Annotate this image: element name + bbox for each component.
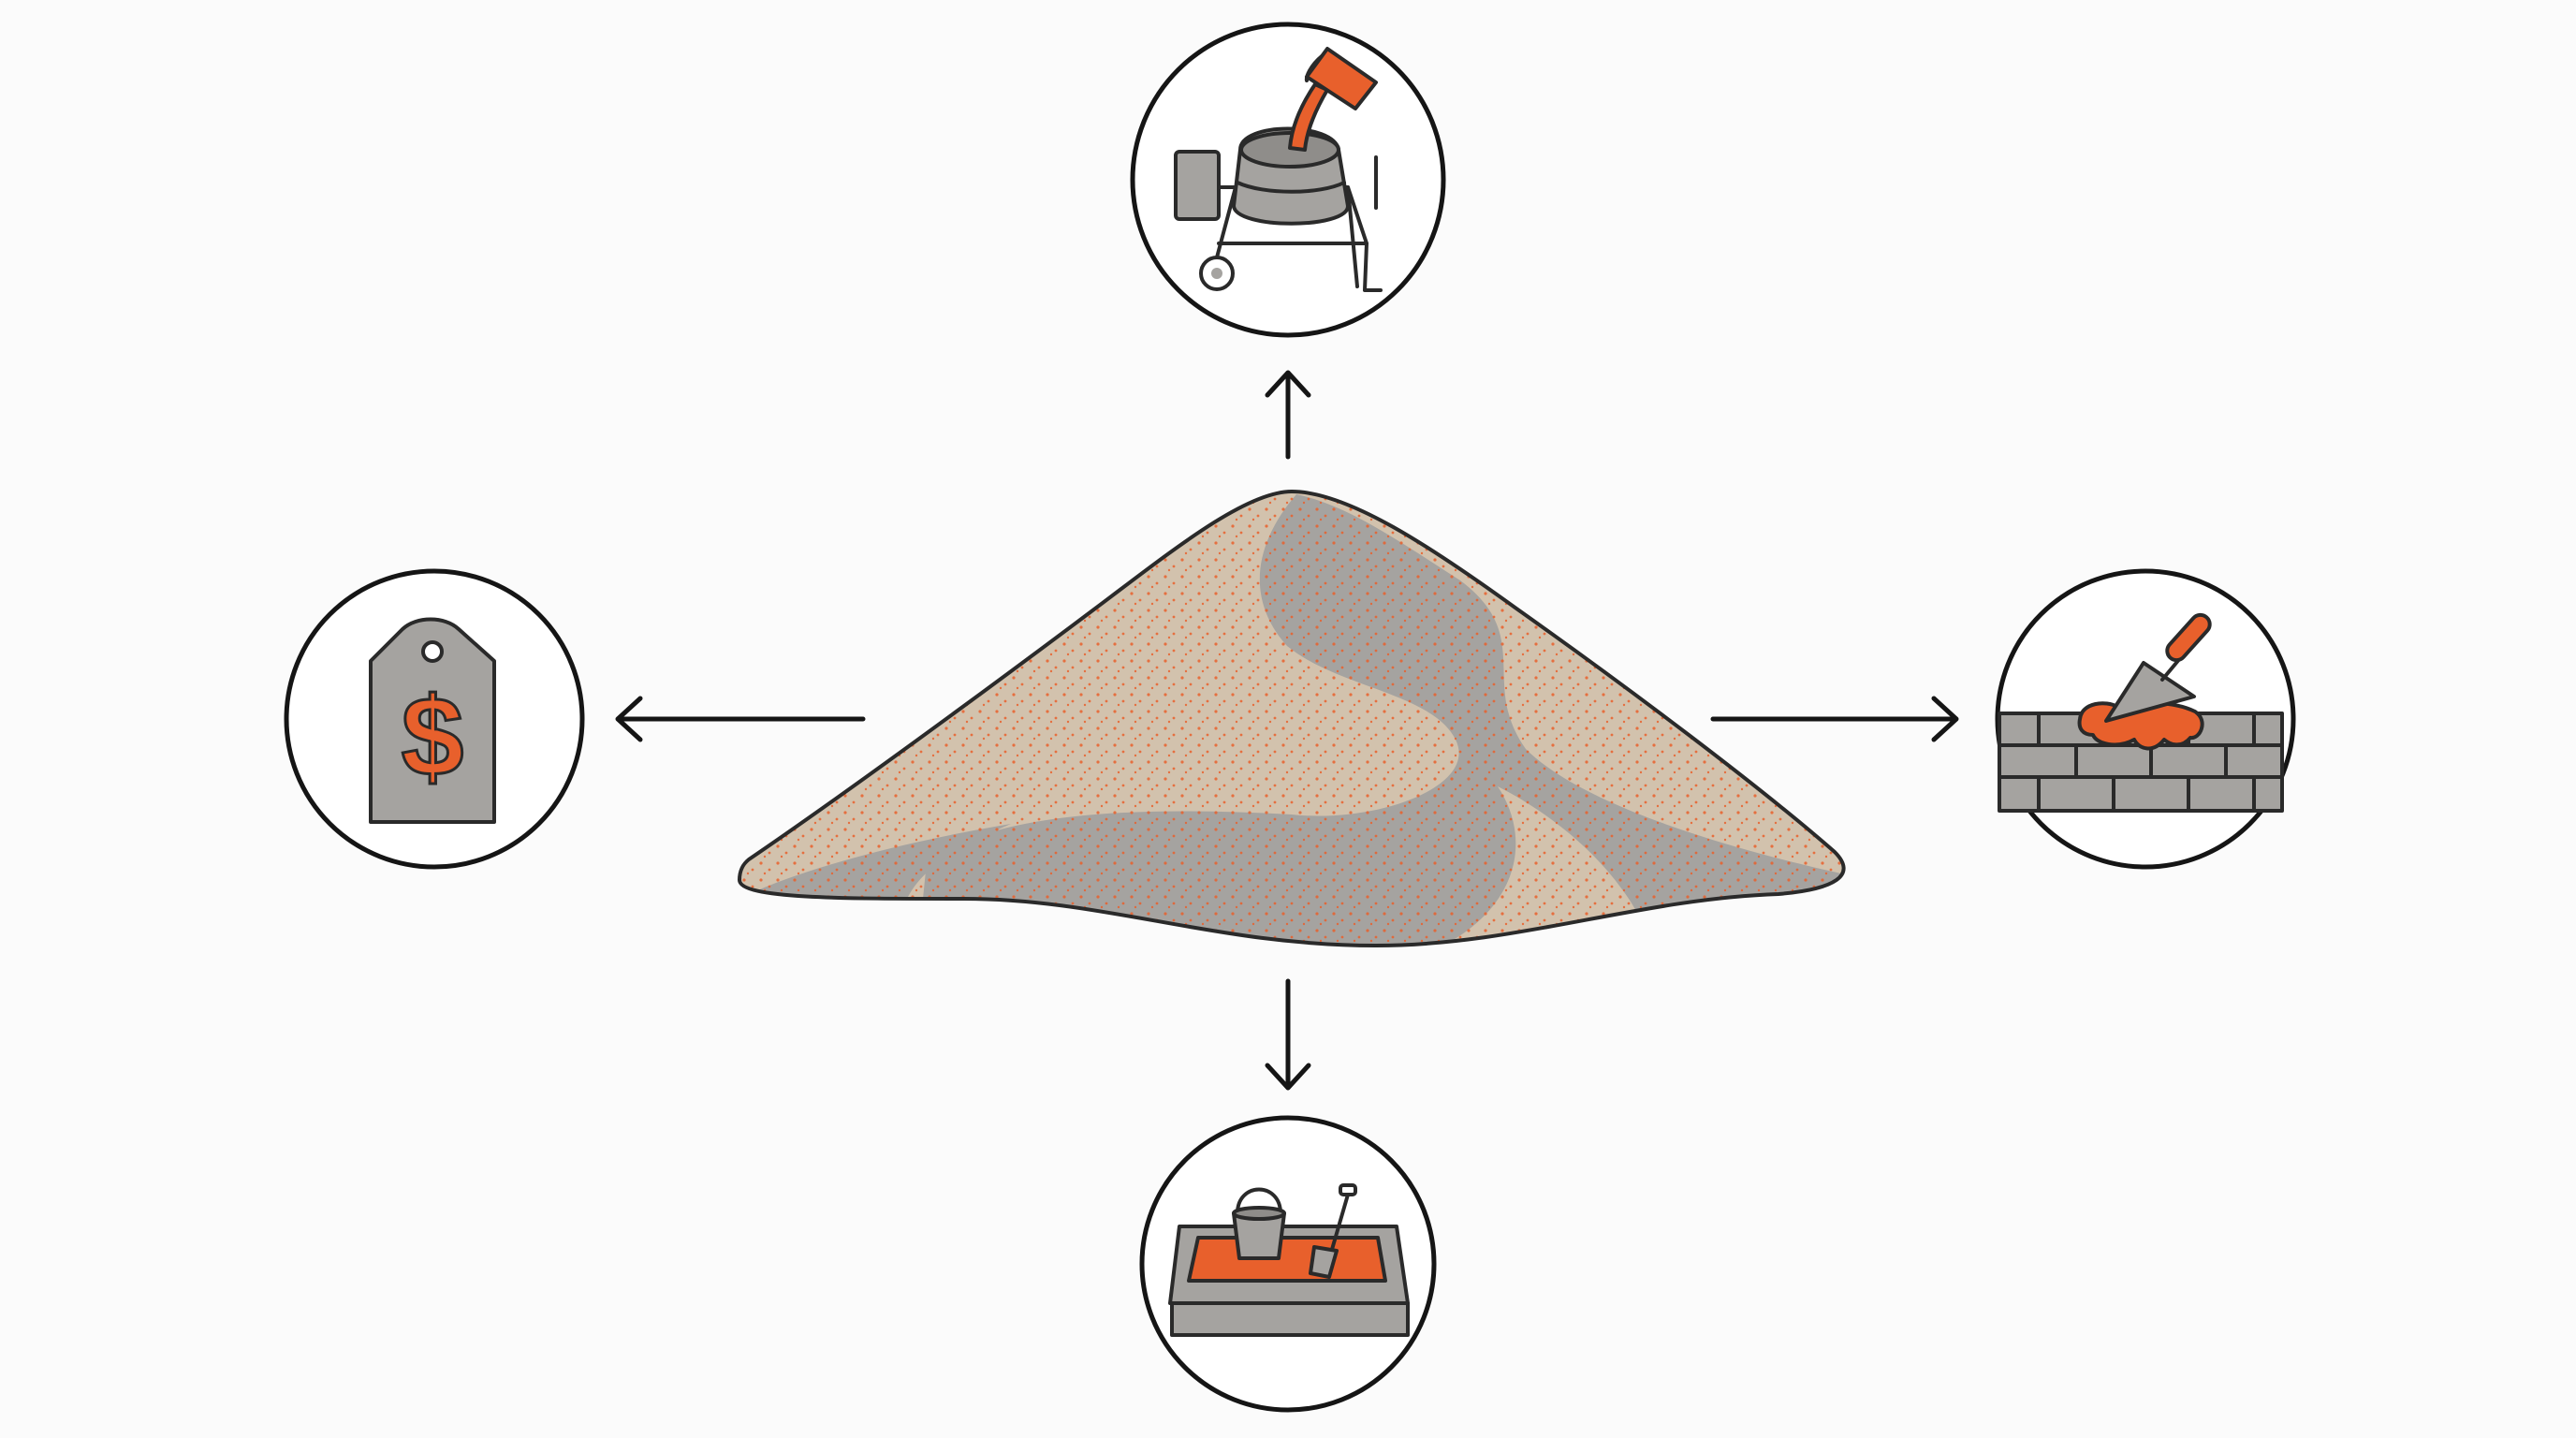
arrow-to-right — [1710, 696, 1959, 742]
arrow-to-left — [615, 696, 866, 742]
left-node: $ — [284, 568, 585, 870]
sand-pile-icon — [738, 490, 1846, 947]
cement-mixer-icon — [1174, 47, 1383, 292]
price-tag-icon: $ — [369, 617, 496, 824]
arrow-to-top — [1265, 370, 1311, 460]
top-node — [1130, 22, 1446, 338]
brick-wall-trowel-icon — [1998, 612, 2284, 813]
price-tag-symbol: $ — [402, 674, 464, 800]
sandbox-icon — [1168, 1183, 1410, 1337]
arrow-to-bottom — [1265, 978, 1311, 1091]
right-node — [1995, 568, 2296, 870]
bottom-node — [1139, 1115, 1437, 1413]
